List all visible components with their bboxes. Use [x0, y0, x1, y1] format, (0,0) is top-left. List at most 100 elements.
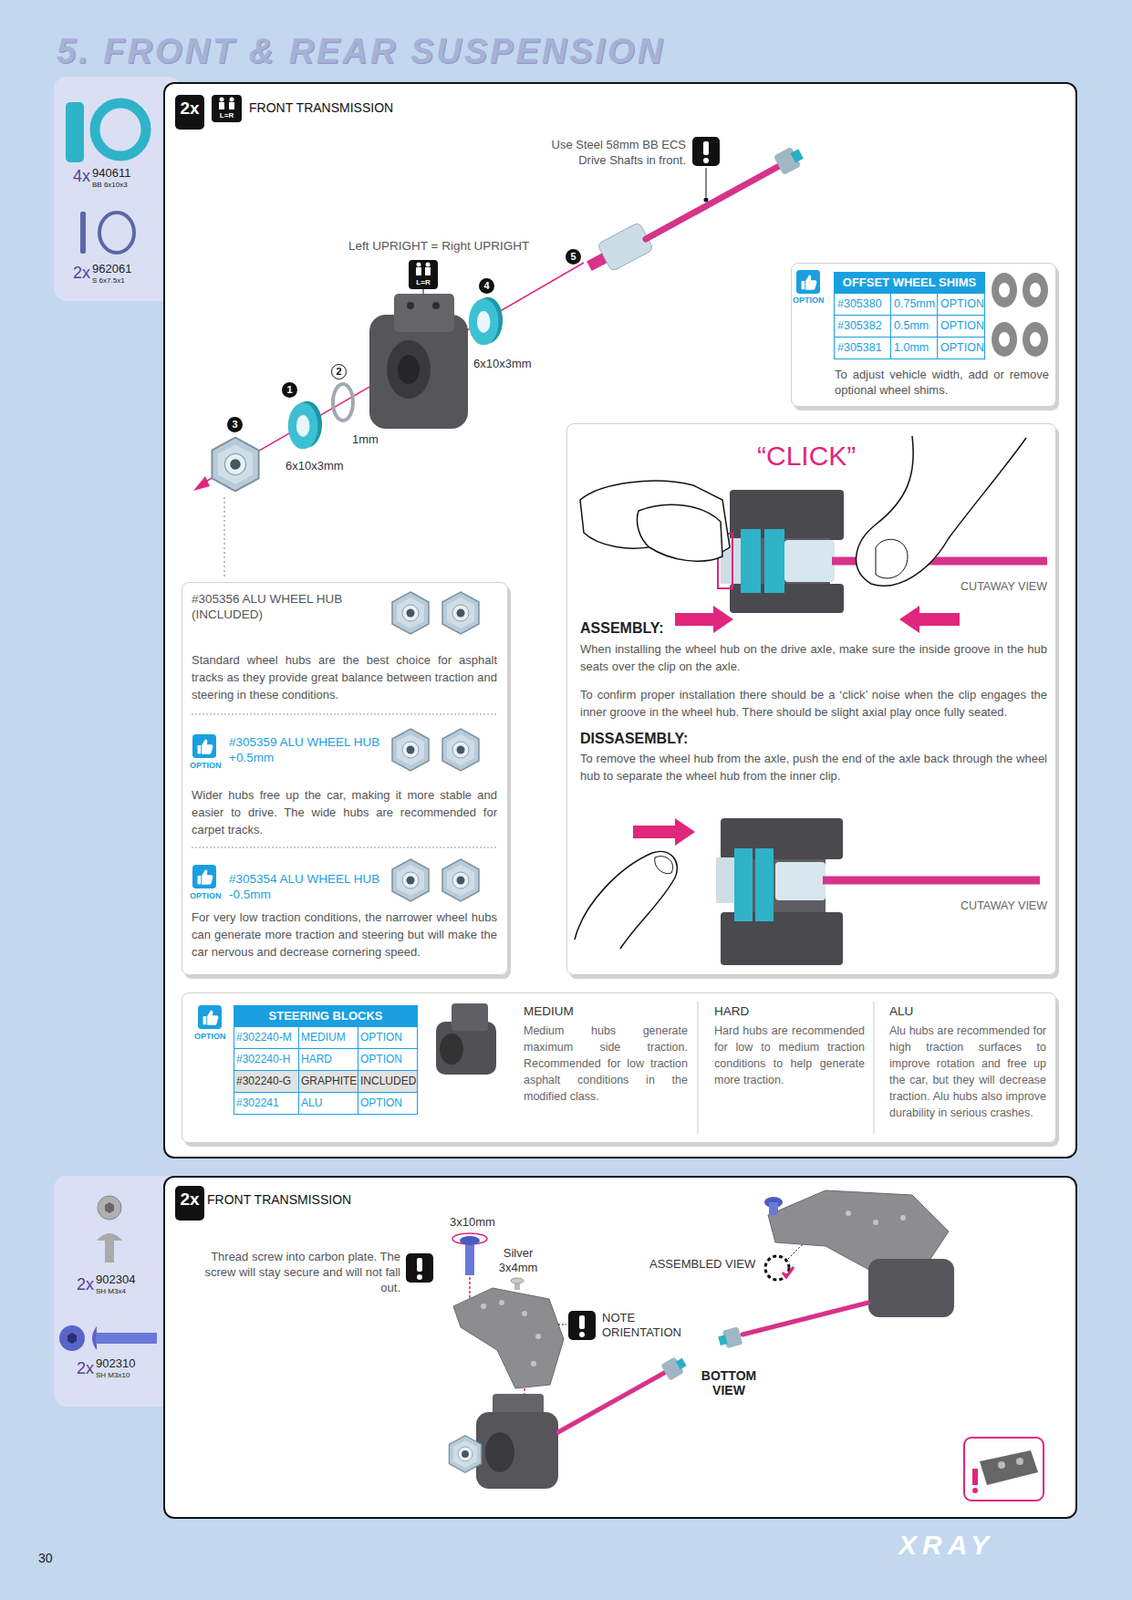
panel-heading: FRONT TRANSMISSION [207, 1192, 352, 1208]
body-text: To adjust vehicle width, add or remove o… [834, 366, 1049, 398]
sidebar-parts [59, 102, 157, 1351]
dimension: 6x10x3mm [285, 458, 344, 474]
column-heading: HARD [714, 1004, 749, 1019]
lr-icons [211, 94, 438, 298]
option-heading: #305359 ALU WHEEL HUB +0.5mm [228, 734, 385, 766]
step-panel: 2xFRONT TRANSMISSION [163, 1175, 1078, 1519]
callout-number: 2 [331, 363, 347, 380]
part-number: 902304 [95, 1272, 136, 1288]
info-box: “CLICK” CUTAWAY VIEW ASSEMBLY: When install… [566, 423, 1057, 976]
steering-block-icons [197, 1001, 874, 1134]
box-fill [175, 94, 205, 130]
quantity: 2x [72, 263, 91, 284]
box-fill [566, 423, 1057, 976]
body-text: Wider hubs free up the car, making it mo… [191, 786, 498, 839]
warning-note: Thread screw into carbon plate. The scre… [182, 1248, 401, 1296]
body-text: To confirm proper installation there sho… [580, 685, 1048, 721]
table-cell: MEDIUM [298, 1026, 359, 1049]
table-cell: #305382 [833, 314, 892, 338]
table-cell: OPTION [357, 1048, 418, 1071]
view-label: ASSEMBLED VIEW [649, 1256, 756, 1272]
icon-text: L=R [211, 111, 242, 121]
table-cell: OPTION [936, 314, 986, 338]
table-cell: ALU [298, 1091, 359, 1115]
brand-logo: XRAY [898, 1528, 995, 1562]
part-size: S 6x7.5x1 [92, 276, 125, 286]
body-text: Hard hubs are recommended for low to med… [714, 1022, 865, 1089]
callout-number: 5 [565, 249, 582, 265]
table-cell: OPTION [357, 1026, 418, 1049]
table-cell: #305380 [833, 292, 892, 316]
page-number: 30 [38, 1550, 53, 1567]
table-cell: OPTION [357, 1091, 418, 1115]
part-size: SH M3x4 [95, 1287, 126, 1297]
dimension: 1mm [352, 432, 379, 447]
quantity: 2x [76, 1275, 94, 1296]
table-cell: HARD [298, 1048, 359, 1071]
table-cell: GRAPHITE [298, 1069, 359, 1093]
table-cell: #302240-H [233, 1048, 300, 1071]
box-fill [181, 581, 509, 976]
table-header: OFFSET WHEEL SHIMS [833, 271, 986, 293]
table-cell: 0.75mm [890, 292, 938, 316]
box-fill [163, 82, 1078, 1159]
dimension: 6x10x3mm [473, 356, 532, 372]
table-cell: OPTION [936, 336, 986, 360]
option-tag: OPTION [792, 295, 824, 306]
quantity: 2x [76, 1359, 94, 1380]
section-heading: DISSASEMBLY: [580, 729, 688, 748]
body-text: Alu hubs are recommended for high tracti… [889, 1022, 1047, 1122]
exploded-upright [193, 136, 807, 579]
part-note: Left UPRIGHT = Right UPRIGHT [348, 238, 530, 254]
body-text: When installing the wheel hub on the dri… [580, 640, 1048, 676]
part-size: SH M3x10 [95, 1370, 130, 1381]
callout-number: 3 [227, 416, 243, 433]
count-badge: 2x [175, 94, 205, 130]
table-cell: #305381 [833, 336, 892, 360]
warning-note: Use Steel 58mm BB ECS Drive Shafts in fr… [547, 136, 686, 168]
body-text: For very low traction conditions, the na… [191, 908, 498, 961]
box-fill [53, 76, 182, 302]
panel-heading: FRONT TRANSMISSION [249, 100, 394, 116]
warning-note: NOTE ORIENTATION [602, 1310, 703, 1340]
box-fill [790, 262, 1057, 407]
sound-word: “CLICK” [757, 439, 856, 473]
view-label: CUTAWAY VIEW [954, 899, 1048, 914]
column-heading: ALU [889, 1004, 914, 1019]
cutaway-disassembly [574, 818, 1040, 966]
box-fill [53, 1175, 182, 1407]
page-title: 5. FRONT & REAR SUSPENSION [56, 31, 665, 73]
body-text: Standard wheel hubs are the best choice … [191, 651, 498, 704]
table-cell: #302241 [233, 1091, 300, 1115]
option-tag: OPTION [194, 1031, 226, 1042]
parts-sidebar: 2x902304SH M3x42x902310SH M3x10 [53, 1175, 164, 1407]
part-number: 902310 [95, 1356, 136, 1371]
column-heading: MEDIUM [523, 1004, 574, 1019]
dimension: 3x10mm [449, 1215, 496, 1230]
plate-assembly [405, 1190, 1044, 1501]
parts-sidebar: 4x940611BB 6x10x32x962061S 6x7.5x1 [53, 76, 164, 302]
step-panel: 2x To adjust vehicle width, add or remove… [163, 82, 1078, 1159]
count-text: 2x [175, 94, 205, 123]
count-badge: 2x [175, 1185, 205, 1221]
hub-heading: #305356 ALU WHEEL HUB (INCLUDED) [191, 591, 379, 623]
body-text: Medium hubs generate maximum side tracti… [523, 1022, 688, 1105]
view-label: BOTTOM VIEW [695, 1368, 763, 1398]
box-fill [163, 1175, 1078, 1519]
table-cell: #302240-G [233, 1069, 300, 1093]
table-cell: 1.0mm [890, 336, 938, 360]
count-text: 2x [175, 1185, 205, 1214]
box-fill [175, 1185, 205, 1221]
view-label: CUTAWAY VIEW [954, 580, 1048, 594]
table-cell: INCLUDED [357, 1069, 418, 1093]
table-header: STEERING BLOCKS [233, 1005, 418, 1027]
quantity: 4x [72, 166, 91, 187]
body-text: To remove the wheel hub from the axle, p… [580, 749, 1048, 785]
part-number: 940611 [92, 166, 131, 181]
section-heading: ASSEMBLY: [580, 619, 665, 637]
cutaway-assembly [580, 436, 1048, 634]
part-note: Silver 3x4mm [492, 1246, 544, 1276]
table-cell: OPTION [936, 292, 986, 316]
option-tag: OPTION [189, 891, 221, 902]
